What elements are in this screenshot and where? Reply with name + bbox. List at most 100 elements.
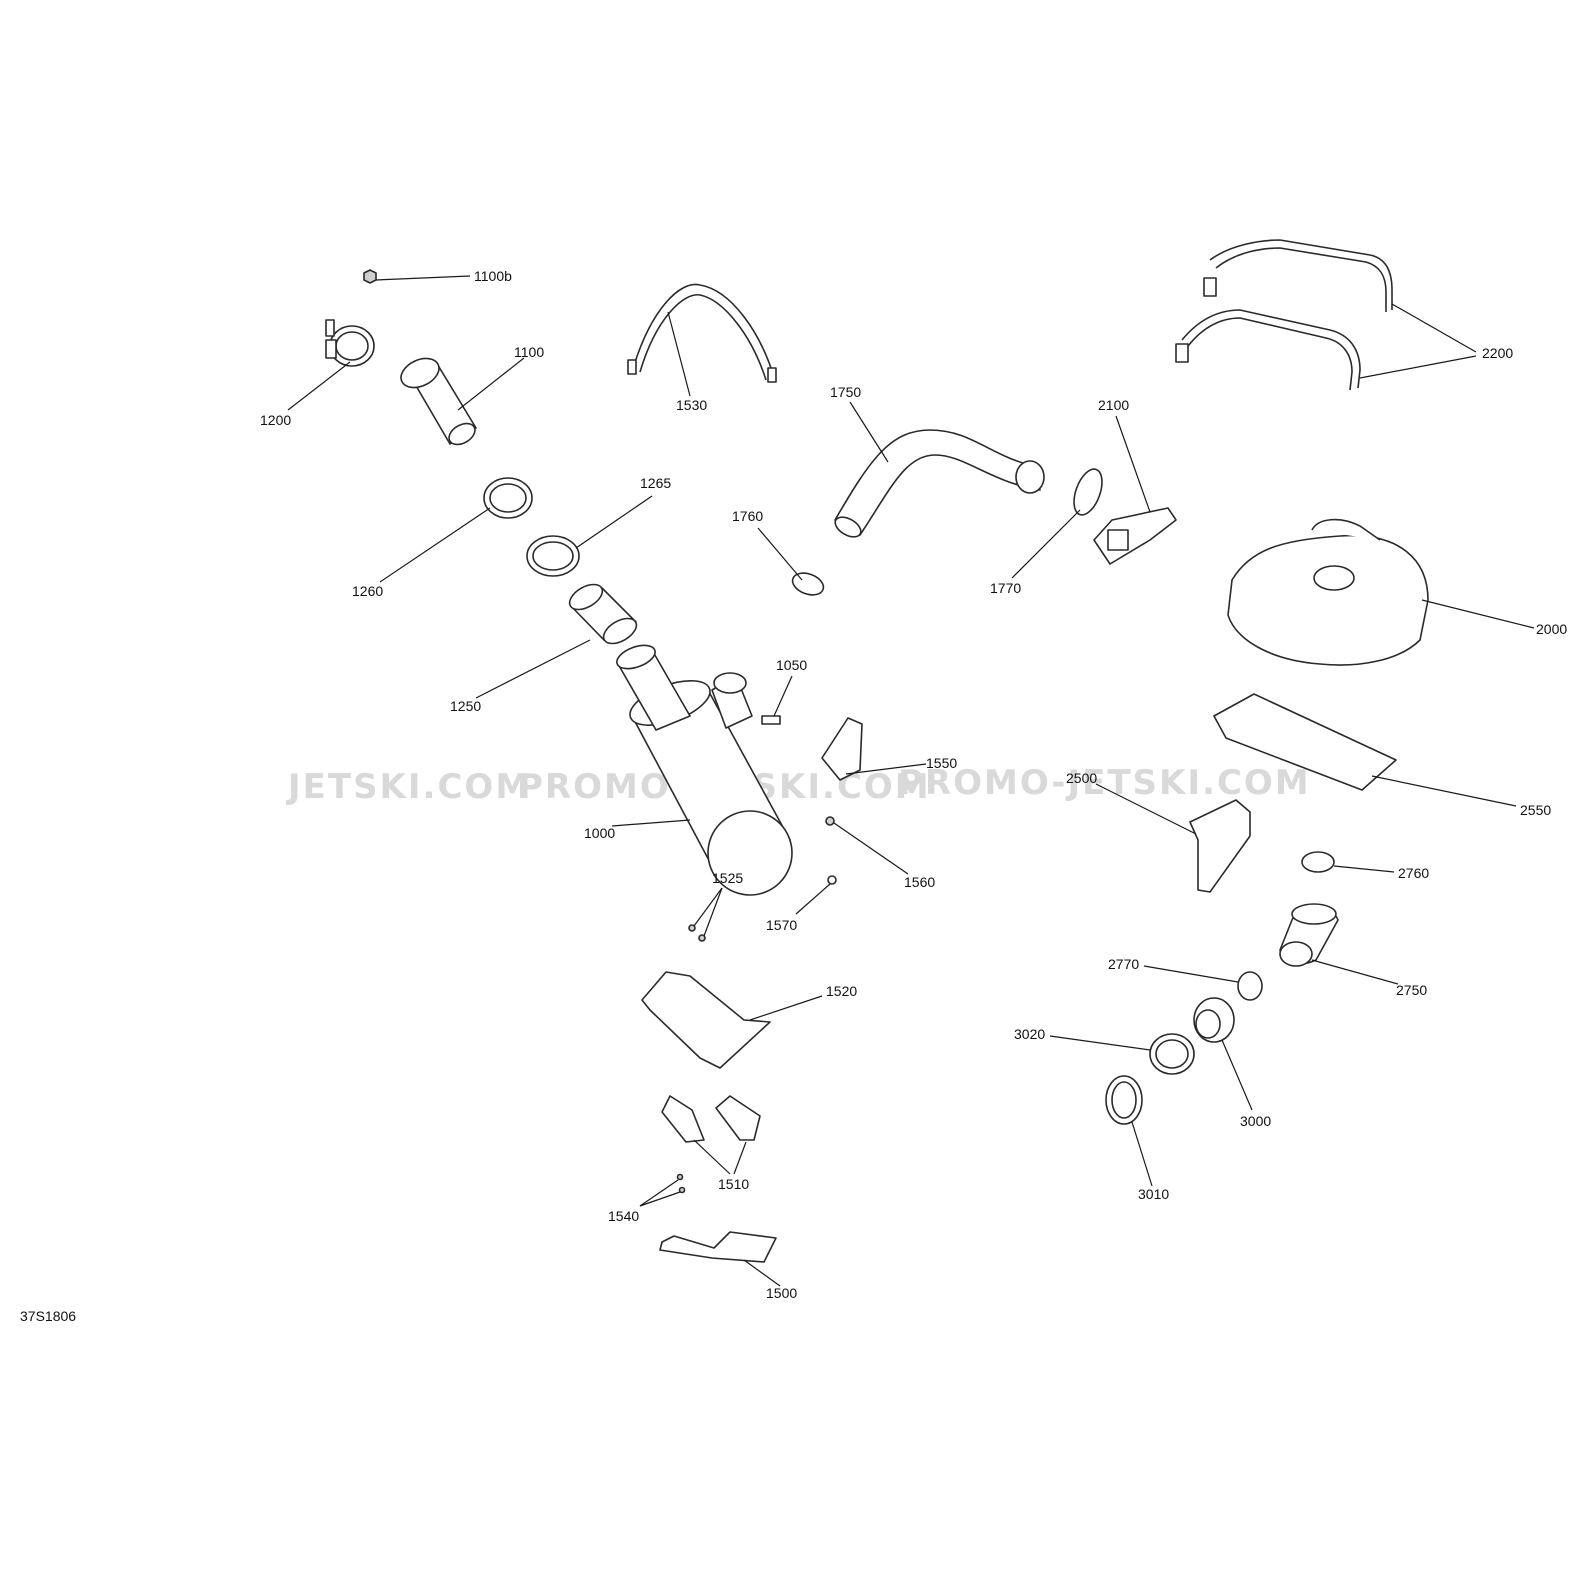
callout-1530: 1530 <box>676 397 707 413</box>
part-1100b-nut <box>363 269 377 284</box>
diagram-code: 37S1806 <box>20 1308 76 1324</box>
callout-3010: 3010 <box>1138 1186 1169 1202</box>
callout-1570: 1570 <box>766 917 797 933</box>
part-1050-sensor <box>761 715 781 725</box>
callout-1500: 1500 <box>766 1285 797 1301</box>
leader-1510-a <box>693 1139 731 1175</box>
leader-1750 <box>849 401 889 463</box>
callout-1265: 1265 <box>640 475 671 491</box>
leader-1520 <box>749 995 823 1021</box>
part-1265-clamp <box>526 535 580 577</box>
callout-2750: 2750 <box>1396 982 1427 998</box>
leader-1000 <box>611 819 691 827</box>
part-2200-brackets <box>1175 239 1393 391</box>
part-1500-heat-plate <box>659 1231 777 1263</box>
leader-1530 <box>667 311 691 397</box>
part-1760-clamp <box>791 572 825 596</box>
part-2500-bracket <box>1189 799 1251 893</box>
callout-3020: 3020 <box>1014 1026 1045 1042</box>
leader-1265 <box>575 495 653 549</box>
leader-2550 <box>1371 775 1517 807</box>
part-1540-screws <box>676 1173 686 1194</box>
part-1000-silencer <box>616 644 793 896</box>
part-1770-ring <box>1073 468 1103 516</box>
part-1100-pipe <box>400 357 477 446</box>
leader-1510-b <box>733 1141 747 1175</box>
part-1520-heat-shield <box>641 971 771 1069</box>
leader-2200-a <box>1391 303 1477 353</box>
leader-1100 <box>457 357 525 411</box>
callout-1540: 1540 <box>608 1208 639 1224</box>
callout-1560: 1560 <box>904 874 935 890</box>
callout-1100: 1100 <box>514 344 544 360</box>
part-2760-clamp <box>1301 851 1335 873</box>
part-2750-elbow <box>1279 903 1339 967</box>
leader-3020 <box>1049 1035 1151 1051</box>
leader-1200 <box>287 361 351 411</box>
callout-1550: 1550 <box>926 755 957 771</box>
part-2000-muffler-box <box>1227 518 1429 666</box>
part-1200-clamp <box>325 319 375 367</box>
callout-2000: 2000 <box>1536 621 1567 637</box>
part-3010-ring <box>1105 1075 1143 1125</box>
leader-1540-b <box>639 1191 681 1207</box>
leader-1500 <box>743 1259 781 1287</box>
leader-1260 <box>379 507 491 583</box>
leader-1100b <box>375 275 471 281</box>
leader-2750 <box>1311 959 1399 985</box>
callout-2770: 2770 <box>1108 956 1139 972</box>
part-2100-bracket <box>1093 507 1177 565</box>
leader-2760 <box>1333 865 1395 873</box>
callout-2200: 2200 <box>1482 345 1513 361</box>
leader-1525-b <box>703 887 723 937</box>
part-3020-gasket <box>1149 1033 1195 1075</box>
part-1750-bent-pipe <box>834 429 1045 538</box>
callout-1100b: 1100b <box>474 268 512 284</box>
leader-1540-a <box>639 1179 679 1207</box>
part-2550-heat-shield-plate <box>1213 693 1397 791</box>
leader-2200-b <box>1359 355 1477 379</box>
part-3000-connector <box>1193 997 1235 1043</box>
part-1530-strap <box>627 283 777 383</box>
leader-1560 <box>833 822 909 875</box>
leader-1250 <box>475 639 591 699</box>
callout-1260: 1260 <box>352 583 383 599</box>
leader-2500 <box>1095 783 1197 835</box>
leader-1050 <box>773 675 793 717</box>
leader-1570 <box>795 883 831 915</box>
part-1260-clamp <box>483 477 533 519</box>
callout-1250: 1250 <box>450 698 481 714</box>
leader-1770 <box>1011 509 1081 579</box>
callout-2550: 2550 <box>1520 802 1551 818</box>
callout-2100: 2100 <box>1098 397 1129 413</box>
callout-1510: 1510 <box>718 1176 749 1192</box>
leader-1550 <box>845 763 927 775</box>
callout-1200: 1200 <box>260 412 291 428</box>
leader-1760 <box>757 527 803 581</box>
callout-3000: 3000 <box>1240 1113 1271 1129</box>
leader-3000 <box>1221 1039 1253 1111</box>
leader-2000 <box>1421 599 1535 629</box>
part-2770-clamp <box>1237 971 1263 1001</box>
leader-2770 <box>1143 965 1239 983</box>
part-1550-bracket <box>821 717 863 781</box>
callout-1525: 1525 <box>712 870 743 886</box>
leader-3010 <box>1131 1121 1153 1187</box>
callout-1760: 1760 <box>732 508 763 524</box>
part-1510-brackets <box>661 1095 761 1143</box>
callout-1000: 1000 <box>584 825 615 841</box>
part-1250-sleeve <box>568 583 638 645</box>
watermark-3: PROMO-JETSKI.COM <box>898 763 1311 803</box>
part-1570-washer <box>827 875 837 885</box>
part-1525-screws <box>688 924 706 942</box>
watermark-1: JETSKI.COM <box>286 767 531 807</box>
part-1560-nut <box>825 816 835 826</box>
callout-2500: 2500 <box>1066 770 1097 786</box>
callout-2760: 2760 <box>1398 865 1429 881</box>
leader-2100 <box>1115 415 1151 513</box>
callout-1050: 1050 <box>776 657 807 673</box>
callout-1770: 1770 <box>990 580 1021 596</box>
leader-1525-a <box>693 887 723 927</box>
callout-1520: 1520 <box>826 983 857 999</box>
